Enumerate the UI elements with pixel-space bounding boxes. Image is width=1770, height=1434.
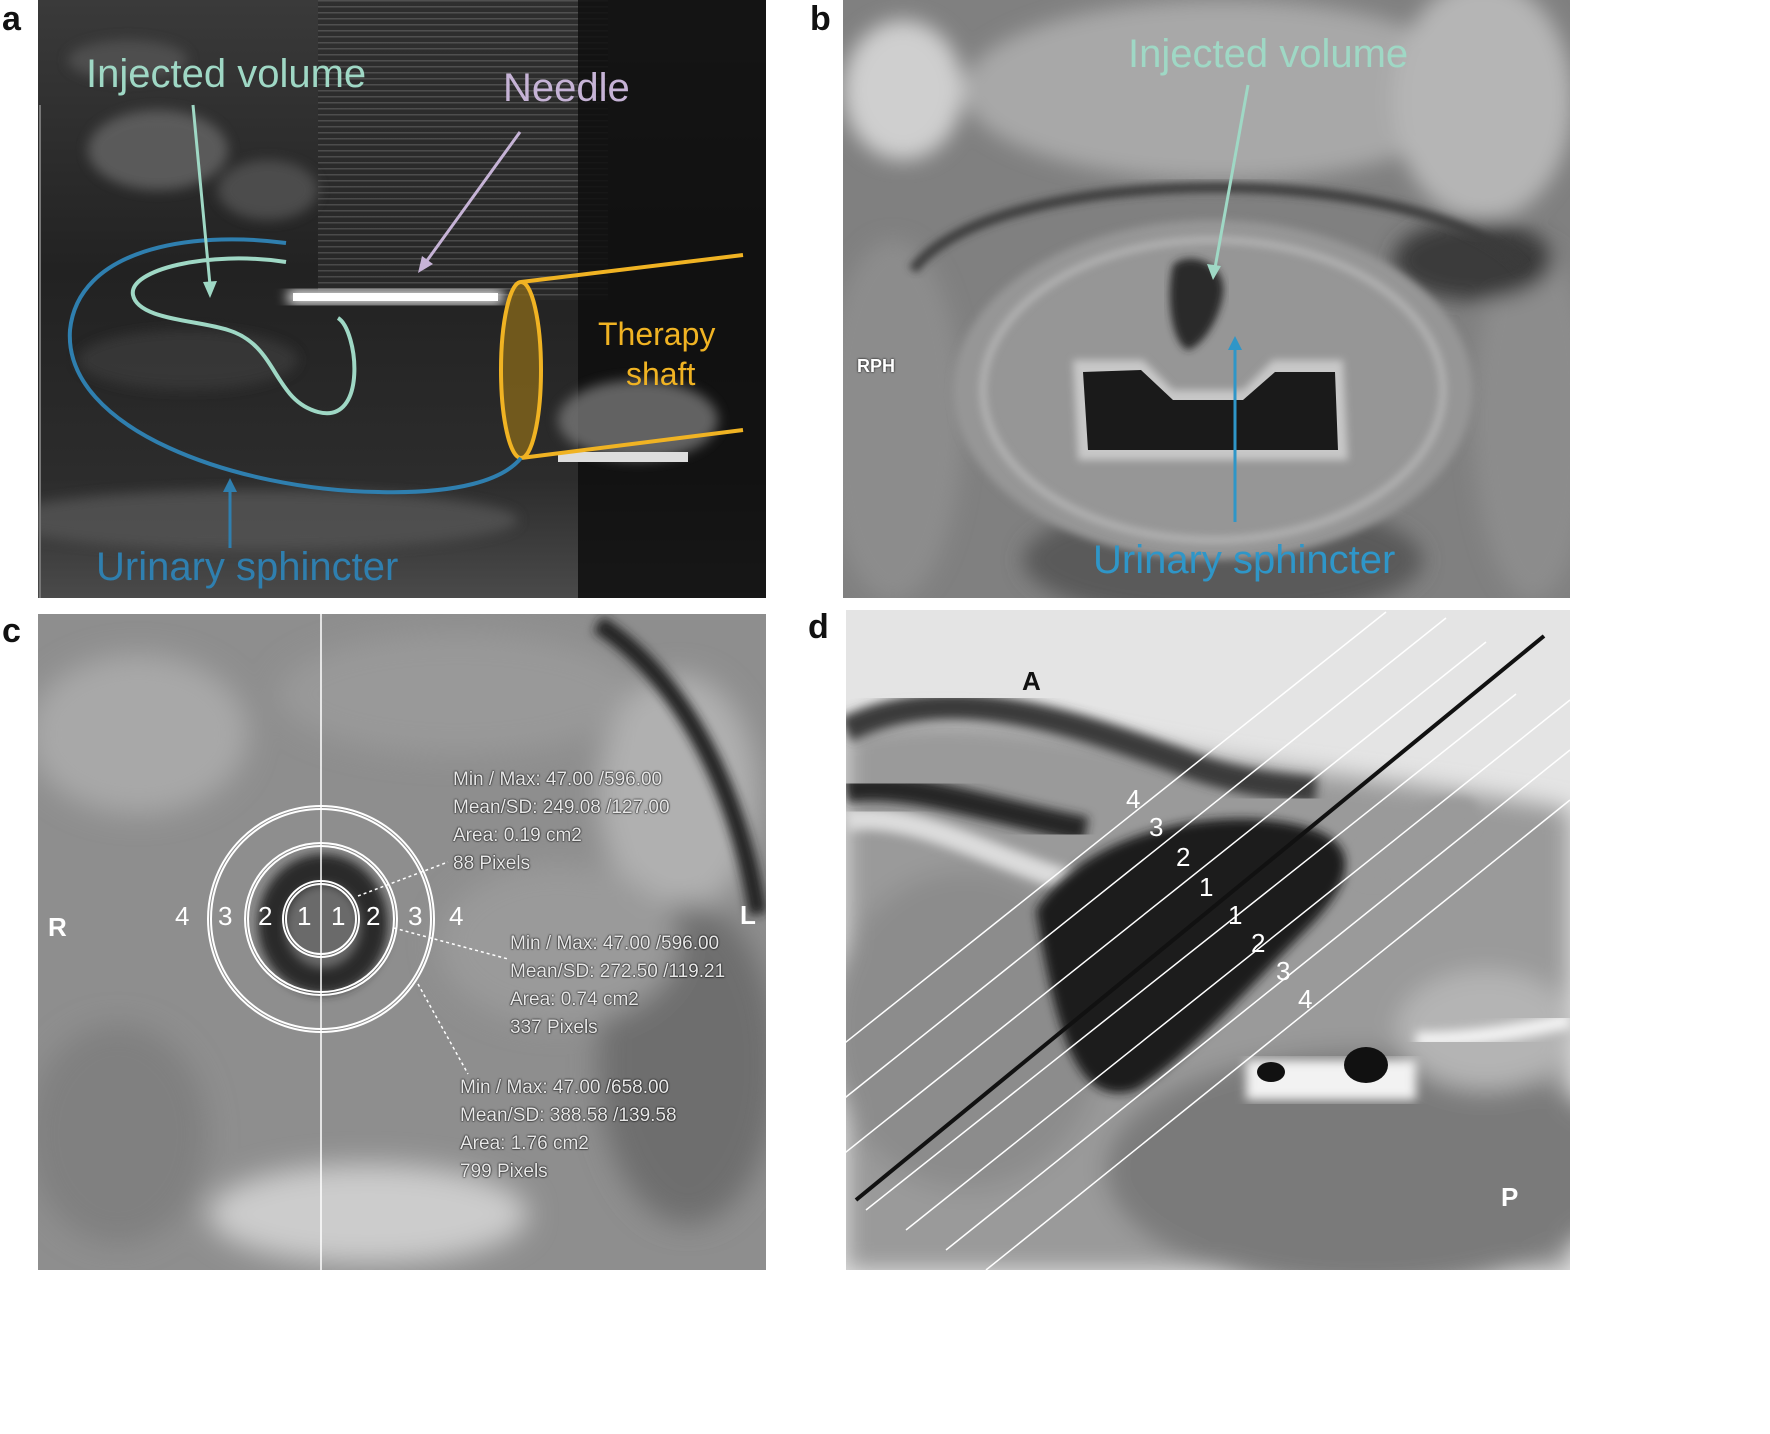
injected-volume-label-b: Injected volume: [1128, 32, 1409, 76]
ring-left-4: 4: [175, 901, 190, 931]
panel-a-letter: a: [2, 0, 21, 38]
therapy-shaft-label-line2: shaft: [626, 356, 696, 392]
ring-right-3: 3: [408, 901, 423, 931]
roi-stats-outer: Min / Max: 47.00 /658.00 Mean/SD: 388.58…: [460, 1077, 677, 1182]
orient-right: R: [48, 912, 67, 942]
sphincter-outline: [67, 237, 523, 495]
panel-b-letter: b: [810, 0, 831, 38]
slice-lower-3: 3: [1276, 956, 1291, 986]
panel-a-ultrasound: Injected volume Needle Therapy shaft Uri…: [38, 0, 766, 598]
orient-posterior: P: [1501, 1182, 1519, 1212]
panel-d-letter: d: [808, 608, 829, 646]
ring-right-2: 2: [366, 901, 381, 931]
panel-c-letter: c: [2, 612, 21, 650]
mri-sagittal-image: [846, 610, 1570, 1270]
urinary-sphincter-label: Urinary sphincter: [96, 545, 399, 589]
injected-volume-label: Injected volume: [86, 52, 367, 96]
slice-lower-4: 4: [1298, 984, 1313, 1014]
slice-lines: [846, 611, 1570, 1270]
slice-lower-1: 1: [1228, 900, 1243, 930]
rph-label: RPH: [857, 356, 896, 376]
panel-d-mri-sagittal: A P 4 3 2 1 1 2 3 4: [846, 610, 1570, 1270]
roi-stats-middle: Min / Max: 47.00 /596.00 Mean/SD: 272.50…: [510, 933, 726, 1038]
urinary-sphincter-label-b: Urinary sphincter: [1093, 538, 1396, 582]
center-slice-line: [854, 634, 1546, 1202]
slice-lower-2: 2: [1251, 928, 1266, 958]
ultrasound-image: [38, 0, 766, 598]
injected-volume-outline: [130, 256, 357, 416]
ring-left-3: 3: [218, 901, 233, 931]
needle-label: Needle: [503, 66, 630, 110]
orient-anterior: A: [1022, 666, 1041, 696]
slice-upper-1: 1: [1199, 872, 1214, 902]
panel-b-mri-axial: Injected volume Urinary sphincter RPH: [843, 0, 1570, 598]
slice-upper-4: 4: [1126, 784, 1141, 814]
roi-mri-image: [38, 614, 766, 1270]
ring-right-4: 4: [449, 901, 464, 931]
ring-left-2: 2: [258, 901, 273, 931]
mri-axial-image: [843, 0, 1570, 598]
slice-upper-2: 2: [1176, 842, 1191, 872]
ring-right-1: 1: [331, 901, 346, 931]
therapy-shaft-label-line1: Therapy: [598, 316, 716, 352]
orient-left: L: [740, 900, 756, 930]
panel-c-roi: 4 3 2 1 1 2 3 4 R L Min / Max: 47.00 /59…: [38, 614, 766, 1270]
therapy-shaft-end: [499, 280, 543, 460]
roi-stats-inner: Min / Max: 47.00 /596.00 Mean/SD: 249.08…: [453, 769, 670, 874]
ring-left-1: 1: [297, 901, 312, 931]
slice-upper-3: 3: [1149, 812, 1164, 842]
